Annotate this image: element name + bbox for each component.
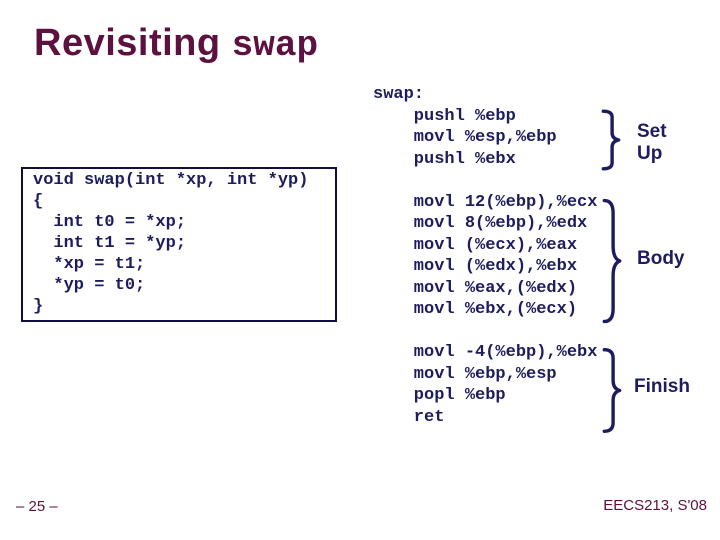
title-text: Revisiting bbox=[34, 22, 232, 64]
assembly-code-block: swap: pushl %ebp movl %esp,%ebp pushl %e… bbox=[373, 85, 598, 427]
page-number: – 25 – bbox=[16, 498, 58, 515]
course-footer-label: EECS213, S'08 bbox=[603, 497, 707, 514]
setup-annotation-label: Set Up bbox=[637, 121, 667, 164]
finish-annotation-label: Finish bbox=[634, 376, 690, 397]
body-brace-icon bbox=[601, 198, 623, 324]
title-code-word: swap bbox=[231, 25, 319, 66]
body-annotation-label: Body bbox=[637, 248, 685, 269]
setup-brace-icon bbox=[600, 110, 622, 170]
page-title: Revisiting swap bbox=[34, 22, 318, 66]
finish-brace-icon bbox=[601, 348, 623, 433]
c-source-code-box: void swap(int *xp, int *yp) { int t0 = *… bbox=[21, 167, 337, 322]
